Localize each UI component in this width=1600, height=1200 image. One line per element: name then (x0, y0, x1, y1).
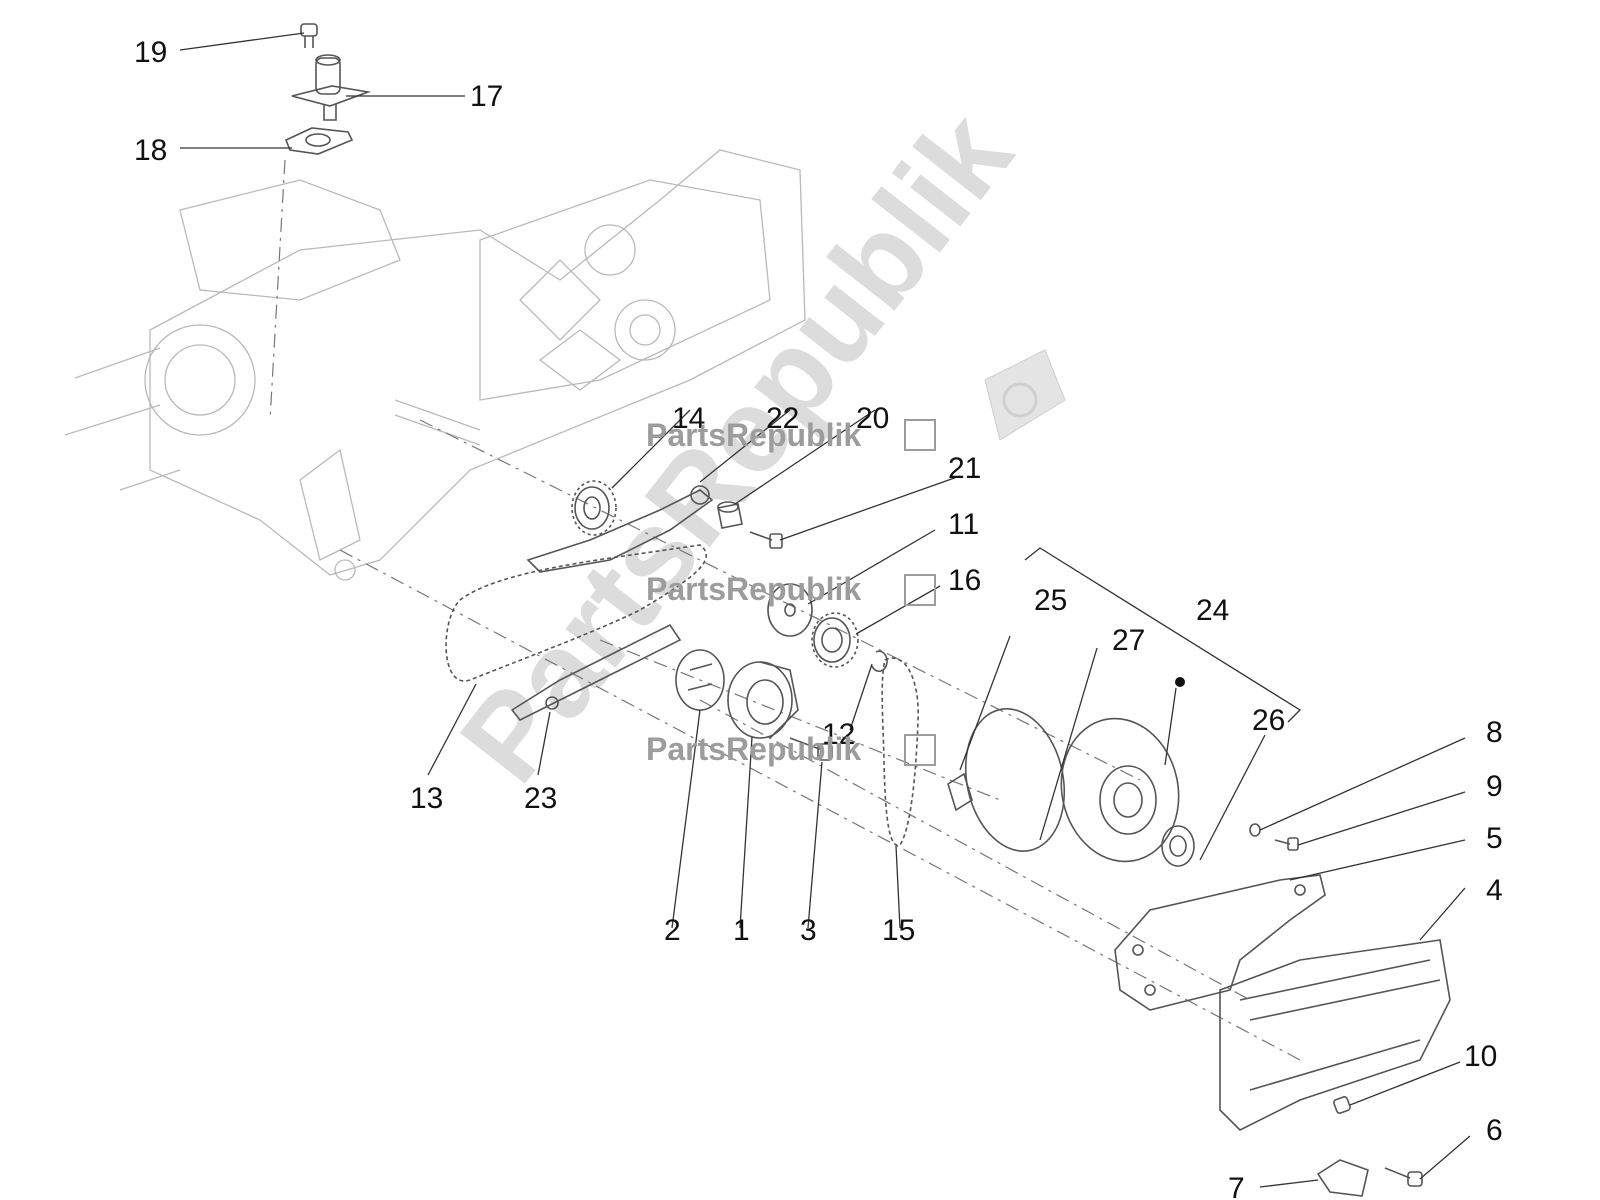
watermark-small-1: PartsRepublik (646, 417, 936, 453)
part-14-sprocket[interactable] (571, 480, 617, 536)
callout-labels: 19 17 18 14 22 20 21 11 16 12 13 23 2 1 … (134, 36, 1503, 1200)
part-6-bolt[interactable] (1384, 1167, 1423, 1187)
callout-20: 20 (856, 402, 889, 435)
part-12-circlip[interactable] (871, 650, 888, 673)
gear-icon (904, 574, 936, 606)
watermark-small-2: PartsRepublik (646, 571, 936, 607)
callout-13: 13 (410, 782, 443, 815)
marker-dot (1175, 677, 1185, 687)
watermark-text-3: PartsRepublik (646, 731, 861, 767)
part-10-pin[interactable] (1333, 1096, 1351, 1114)
part-21-screw[interactable] (749, 531, 783, 549)
callout-15: 15 (882, 914, 915, 947)
callout-21: 21 (948, 452, 981, 485)
part-15-chain[interactable] (881, 657, 919, 847)
callout-23: 23 (524, 782, 557, 815)
callout-22: 22 (766, 402, 799, 435)
part-24-oil-pump-cover[interactable] (1048, 677, 1191, 872)
callout-11: 11 (948, 508, 979, 541)
gear-icon (904, 734, 936, 766)
callout-8: 8 (1486, 716, 1503, 749)
watermark-flag-icon (984, 349, 1066, 441)
gear-icon (904, 419, 936, 451)
part-9-screw[interactable] (1274, 837, 1299, 851)
callout-3: 3 (800, 914, 817, 947)
part-18-gasket[interactable] (284, 127, 354, 155)
part-3-bolt[interactable] (789, 737, 833, 761)
part-8-washer[interactable] (1249, 823, 1261, 837)
watermark-text-2: PartsRepublik (646, 571, 861, 607)
callout-19: 19 (134, 36, 167, 69)
part-7-bracket[interactable] (1316, 1159, 1369, 1197)
part-19-bolt[interactable] (300, 23, 318, 48)
callout-14: 14 (672, 402, 705, 435)
part-17-chain-tensioner[interactable] (291, 54, 372, 121)
callout-16: 16 (948, 564, 981, 597)
watermark-small-3: PartsRepublik (646, 731, 936, 767)
callout-27: 27 (1112, 624, 1145, 657)
callout-2: 2 (664, 914, 681, 947)
callout-1: 1 (733, 914, 750, 947)
part-22-chain-guide[interactable] (526, 485, 714, 573)
part-20-spacer[interactable] (717, 501, 743, 529)
part-4-oil-sump[interactable] (1219, 939, 1451, 1131)
group-24-bracket (1024, 547, 1302, 723)
part-16-sprocket[interactable] (811, 612, 859, 668)
callout-26: 26 (1252, 704, 1285, 737)
part-25-damper[interactable] (947, 772, 973, 812)
engine-crankcase (64, 149, 806, 581)
callout-7: 7 (1228, 1172, 1245, 1200)
callout-24: 24 (1196, 594, 1229, 627)
leader-lines (179, 32, 1471, 1188)
callout-6: 6 (1486, 1114, 1503, 1147)
callout-5: 5 (1486, 822, 1503, 855)
part-5-gasket[interactable] (1114, 874, 1326, 1011)
callout-25: 25 (1034, 584, 1067, 617)
callout-10: 10 (1464, 1040, 1497, 1073)
part-1-oil-pump[interactable] (727, 661, 799, 739)
watermark-text-1: PartsRepublik (646, 417, 861, 453)
callout-17: 17 (470, 80, 503, 113)
callout-9: 9 (1486, 770, 1503, 803)
part-26-seal[interactable] (1161, 825, 1195, 867)
callout-18: 18 (134, 134, 167, 167)
part-23-tensioner-slider[interactable] (510, 623, 682, 722)
callout-12: 12 (822, 718, 855, 751)
part-11-washer[interactable] (767, 583, 813, 637)
callout-4: 4 (1486, 874, 1503, 907)
alignment-lines (269, 159, 1301, 1061)
